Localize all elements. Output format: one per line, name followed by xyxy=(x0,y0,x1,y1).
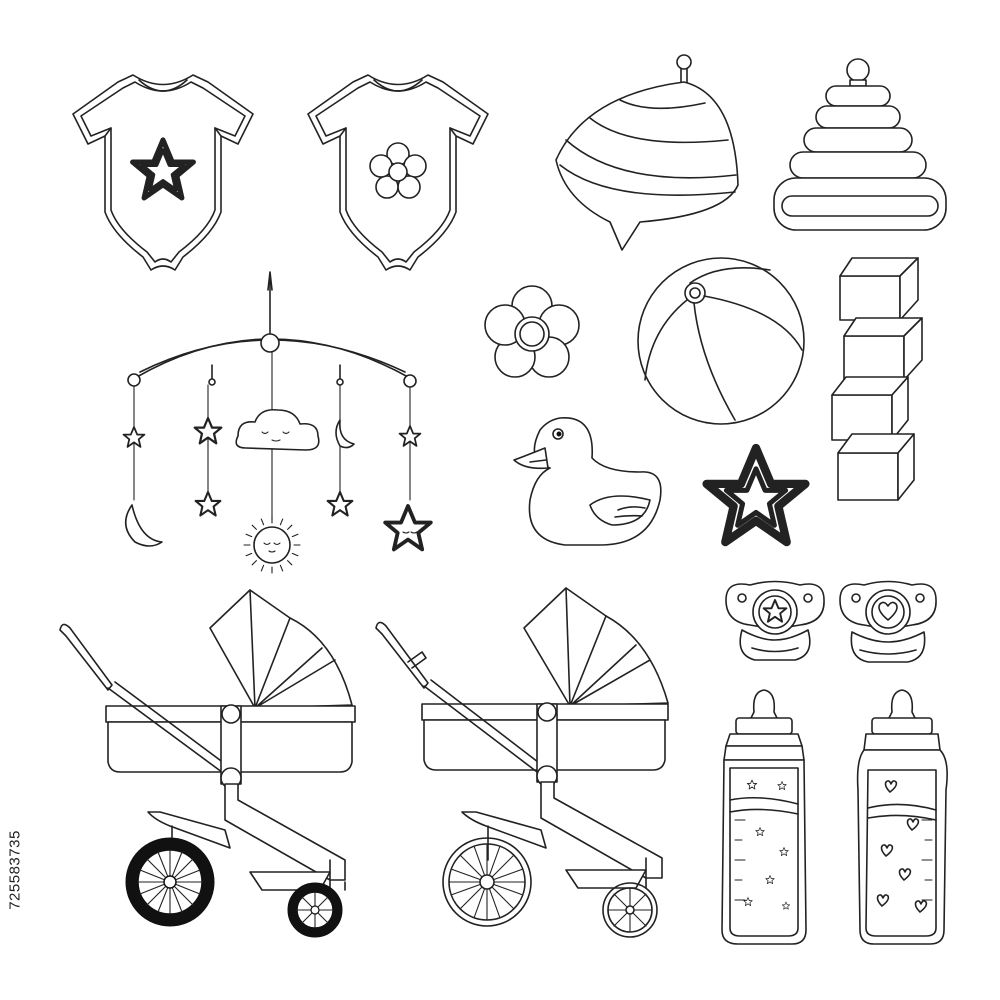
pacifier-heart xyxy=(839,580,937,663)
baby-bodysuit-flower xyxy=(307,74,489,271)
flower xyxy=(484,285,580,378)
image-id-label: 725583735 xyxy=(4,765,26,975)
flower-icon xyxy=(369,142,427,199)
toy-blocks-stack xyxy=(831,257,923,501)
baby-bottle-hearts xyxy=(856,689,948,945)
baby-bodysuit-star xyxy=(72,74,254,271)
baby-bottle-stars xyxy=(721,689,807,945)
rear-wheel xyxy=(125,837,215,927)
baby-stroller-black-wheels xyxy=(59,589,356,938)
beach-ball xyxy=(637,257,805,425)
stacking-ring-pyramid xyxy=(773,58,947,231)
crib-mobile xyxy=(122,271,433,574)
rubber-duck xyxy=(513,417,662,546)
baby-stroller-outline-wheels xyxy=(375,587,669,938)
pacifier-star xyxy=(725,580,825,661)
sun-icon xyxy=(243,516,301,574)
front-wheel xyxy=(287,882,343,938)
image-id-text: 725583735 xyxy=(6,830,24,910)
spinning-top xyxy=(555,54,739,251)
star xyxy=(707,448,806,542)
rear-wheel xyxy=(442,837,532,927)
front-wheel xyxy=(602,882,658,938)
